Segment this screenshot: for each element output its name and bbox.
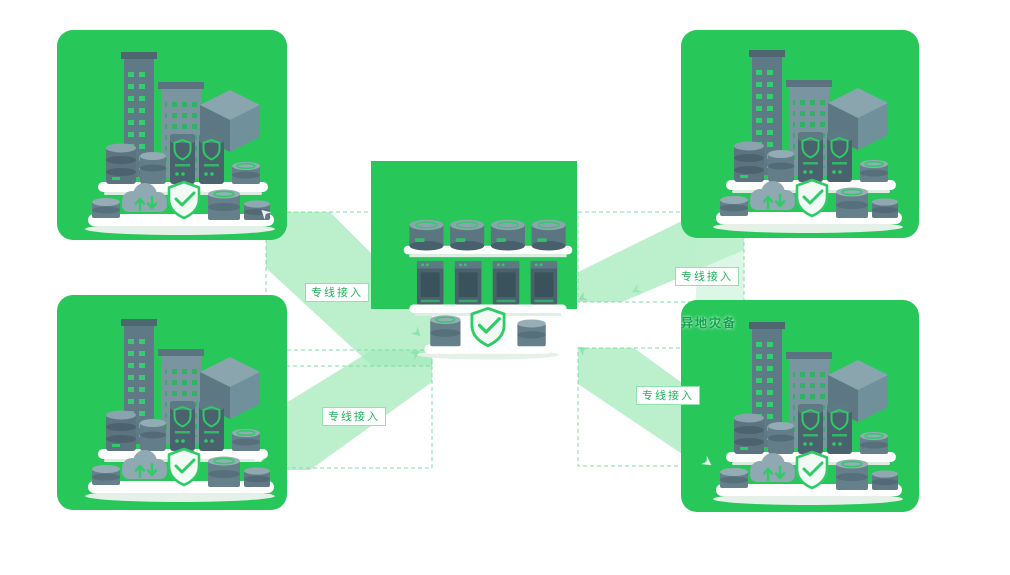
- connector-label-bottom-left: 专线接入: [322, 407, 386, 427]
- connector-label-top-left: 专线接入: [305, 283, 369, 303]
- site-box-bottom-right: [681, 300, 919, 512]
- core-site-panel: [371, 161, 577, 309]
- connector-label-bottom-right: 专线接入: [636, 386, 700, 406]
- site-box-top-left: [57, 30, 287, 240]
- site-box-top-right: [681, 30, 919, 238]
- site-box-bottom-left: [57, 295, 287, 510]
- connector-label-top-right: 专线接入: [675, 267, 739, 287]
- remote-backup-label: 异地灾备: [681, 316, 738, 330]
